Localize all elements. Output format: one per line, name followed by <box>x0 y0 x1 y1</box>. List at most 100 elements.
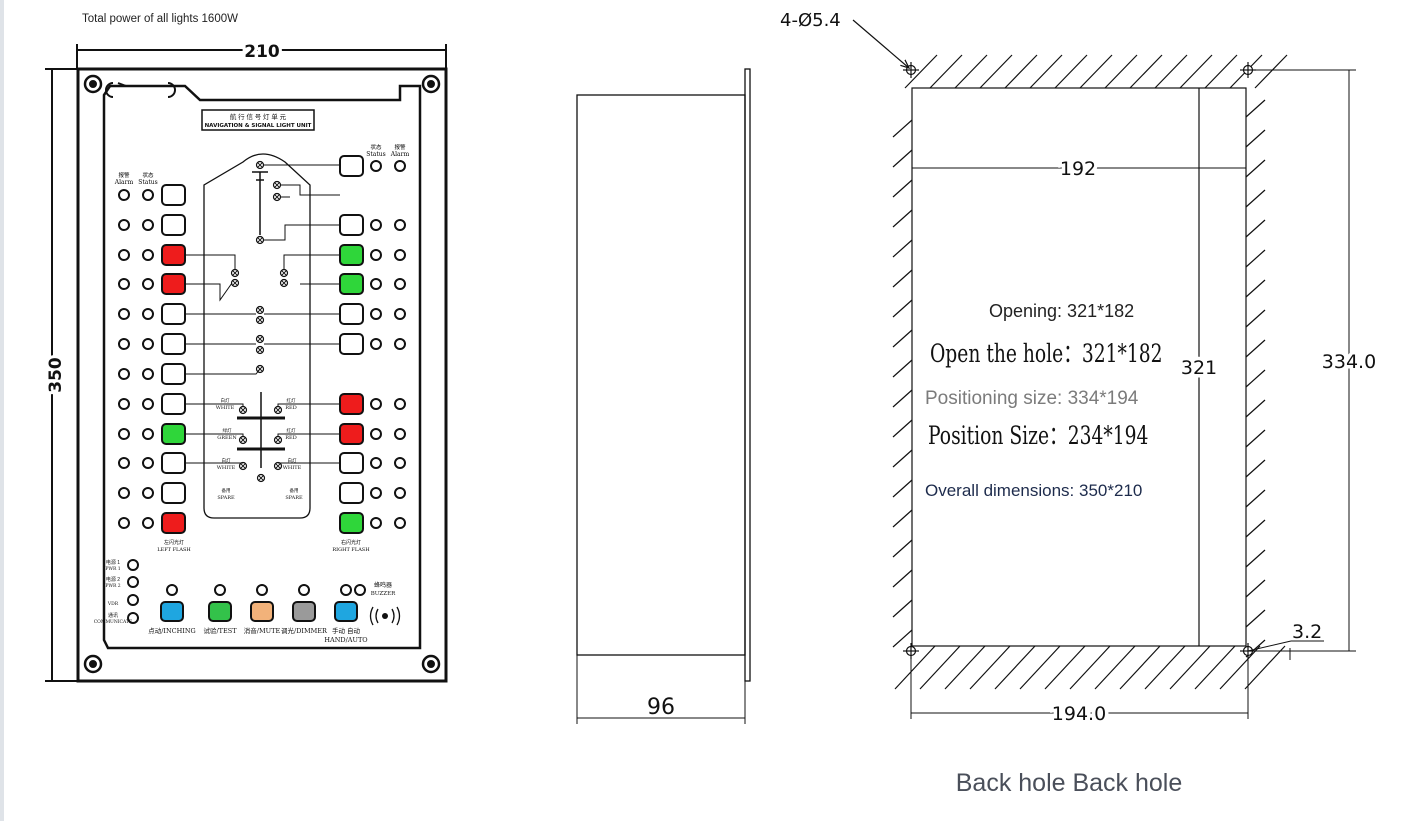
left-flash-cn: 左闪光灯 <box>164 539 184 546</box>
front-panel-inner <box>102 84 422 650</box>
wire <box>185 368 261 375</box>
note-positioning: Positioning size: 334*194 <box>925 388 1139 409</box>
left-lamp-switch <box>161 363 186 385</box>
buzzer-label-cn: 蜂鸣器 <box>374 581 392 589</box>
status-led <box>370 308 382 320</box>
hatch-line <box>1179 54 1213 89</box>
ship-label-green: GREEN <box>217 435 237 441</box>
title-plate <box>201 109 315 131</box>
hatch-line <box>1245 159 1266 178</box>
hatch-line <box>892 209 913 228</box>
back-hole-caption: Back hole Back hole <box>956 769 1183 797</box>
alarm-led <box>394 338 406 350</box>
status-led <box>370 487 382 499</box>
hatch-line <box>1054 54 1088 89</box>
wire <box>277 403 340 406</box>
control-button-label: 调光/DIMMER <box>281 626 328 635</box>
title-en: NAVIGATION & SIGNAL LIGHT UNIT <box>205 123 312 129</box>
panel-rows <box>118 155 406 534</box>
indicator-label-cn: 电源 2 <box>106 576 120 583</box>
hatch-line <box>1254 54 1288 89</box>
buzzer-sound-icon <box>369 606 401 626</box>
latch-icon <box>105 82 176 98</box>
hatch-line <box>1245 519 1266 538</box>
status-led <box>142 428 154 440</box>
alarm-led <box>394 219 406 231</box>
wire <box>264 224 340 241</box>
control-button <box>250 601 274 622</box>
hatch-line <box>1119 645 1161 690</box>
ship-label-cn: 备用 <box>290 487 299 494</box>
alarm-led <box>118 457 130 469</box>
control-button <box>208 601 232 622</box>
hatch-line <box>929 54 963 89</box>
wire <box>185 282 233 302</box>
hatch-line <box>1104 54 1138 89</box>
side-depth-dimension <box>576 655 746 724</box>
mast <box>237 171 285 468</box>
status-led <box>370 160 382 172</box>
hatch-line <box>1245 309 1266 328</box>
front-width-label: 210 <box>244 42 280 62</box>
hatch-line <box>892 479 913 498</box>
hatch-line <box>1245 279 1266 298</box>
status-led <box>142 457 154 469</box>
hatch-line <box>1245 579 1266 598</box>
indicator-led <box>127 594 139 606</box>
lamp-cross <box>257 317 263 323</box>
control-button <box>160 601 184 622</box>
hatch-line <box>1245 369 1266 388</box>
hatch-line <box>892 629 913 648</box>
button-led <box>340 584 352 596</box>
status-led <box>370 428 382 440</box>
alarm-led <box>394 517 406 529</box>
lamp-cross <box>232 280 238 286</box>
hatch-line <box>892 329 913 348</box>
wire <box>185 403 244 406</box>
status-led <box>142 368 154 380</box>
status-led <box>142 308 154 320</box>
status-led <box>370 219 382 231</box>
status-led <box>142 189 154 201</box>
ship-label-white: WHITE <box>216 405 235 411</box>
front-height-dimension <box>45 68 80 682</box>
button-led <box>298 584 310 596</box>
right-flash-label: RIGHT FLASH <box>332 547 370 553</box>
hatch-line <box>892 149 913 168</box>
lamp-cross <box>257 162 263 168</box>
hatch-line <box>1245 429 1266 448</box>
ship-label-cn: 绿灯 <box>223 427 232 434</box>
hatch-line <box>1219 645 1261 690</box>
left-alarm-header: Alarm <box>114 179 134 186</box>
status-led <box>142 517 154 529</box>
hatch-line <box>1204 54 1238 89</box>
hatch-line <box>1069 645 1111 690</box>
right-lamp-switch <box>339 244 364 266</box>
hatch-line <box>954 54 988 89</box>
alarm-led <box>394 160 406 172</box>
hatch-line <box>892 119 913 138</box>
indicator-label: PWR 2 <box>105 583 120 589</box>
mounting-hatch <box>892 54 1288 690</box>
buzzer-led <box>354 584 366 596</box>
ship-label-white: WHITE <box>283 465 302 471</box>
front-height-label: 350 <box>46 357 66 393</box>
hatch-line <box>1245 189 1266 208</box>
status-led <box>142 487 154 499</box>
lamp-cross <box>257 347 263 353</box>
lamp-cross <box>240 437 246 443</box>
control-button-label: 试验/TEST <box>203 626 237 635</box>
right-alarm-cn: 报警 <box>394 143 406 151</box>
alarm-led <box>394 457 406 469</box>
alarm-led <box>118 428 130 440</box>
inner-height-label: 321 <box>1181 357 1217 379</box>
hatch-line <box>1245 549 1266 568</box>
alarm-led <box>394 428 406 440</box>
right-lamp-switch <box>339 273 364 295</box>
indicator-label: COMMUNICATE <box>94 619 133 625</box>
hatch-line <box>1019 645 1061 690</box>
hatch-line <box>892 299 913 318</box>
buzzer-dot <box>382 613 388 619</box>
left-status-header: Status <box>138 179 157 186</box>
hatch-line <box>892 239 913 258</box>
